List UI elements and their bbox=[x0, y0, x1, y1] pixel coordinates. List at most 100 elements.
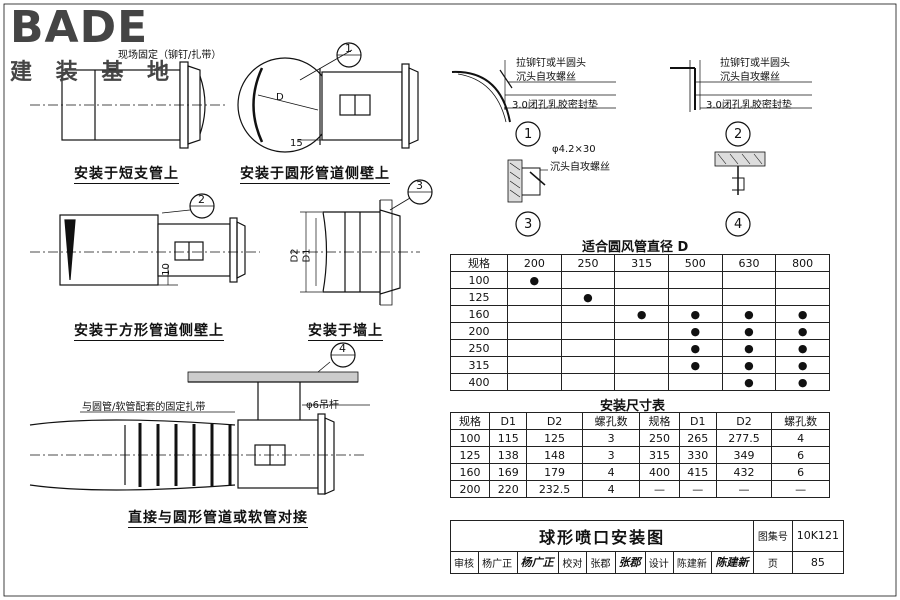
size-cell: 277.5 bbox=[715, 429, 773, 447]
caption-round-duct: 安装于圆形管道侧壁上 bbox=[240, 163, 390, 184]
brand-logo: BADE bbox=[10, 2, 149, 53]
dia-cell-mark: ● bbox=[721, 373, 777, 391]
dia-cell-mark bbox=[721, 271, 777, 289]
rod-note: φ6吊杆 bbox=[306, 400, 339, 411]
dia-cell-mark: ● bbox=[721, 322, 777, 340]
direct-connection-drawing bbox=[29, 342, 370, 495]
dia-row-spec: 400 bbox=[450, 373, 508, 391]
dia-col-3: 500 bbox=[667, 254, 723, 272]
size-header-cell: D1 bbox=[489, 412, 528, 430]
dia-cell-mark: ● bbox=[560, 288, 616, 306]
page-label: 页 bbox=[753, 550, 793, 575]
size-cell: 148 bbox=[526, 446, 583, 464]
dim-d1-label: D1 bbox=[301, 248, 313, 263]
dia-cell-mark: ● bbox=[667, 339, 723, 357]
atlas-label: 图集号 bbox=[753, 520, 793, 552]
size-cell: 432 bbox=[715, 463, 773, 481]
dia-cell-mark bbox=[775, 288, 830, 306]
size-cell: 330 bbox=[678, 446, 717, 464]
dia-col-4: 630 bbox=[721, 254, 777, 272]
size-cell: 160 bbox=[449, 463, 491, 481]
dia-cell-mark bbox=[775, 271, 830, 289]
dia-cell-mark bbox=[560, 305, 616, 323]
detail-1-drawing bbox=[451, 60, 616, 147]
dim-10-label: 10 bbox=[160, 263, 172, 276]
size-cell: 138 bbox=[489, 446, 528, 464]
dia-cell-mark bbox=[667, 288, 723, 306]
dia-cell-mark bbox=[614, 271, 669, 289]
title-block: 球形喷口安装图 图集号 10K121 审核 杨广正 杨广正 校对 张郡 张郡 设… bbox=[449, 520, 845, 575]
size-cell: — bbox=[678, 480, 717, 498]
size-header-cell: 规格 bbox=[449, 412, 491, 430]
dia-cell-mark bbox=[560, 373, 616, 391]
size-cell: 400 bbox=[639, 463, 680, 481]
dia-cell-mark bbox=[507, 288, 562, 306]
checker-signature: 张郡 bbox=[614, 550, 646, 575]
detail-4-number: 4 bbox=[734, 217, 743, 232]
size-header-cell: D2 bbox=[526, 412, 583, 430]
detail-3-drawing bbox=[507, 159, 548, 237]
dia-cell-mark bbox=[667, 373, 723, 391]
size-header-cell: 螺孔数 bbox=[581, 412, 641, 430]
size-cell: 6 bbox=[771, 463, 830, 481]
detail-3-number: 3 bbox=[524, 217, 533, 232]
size-header-cell: D2 bbox=[715, 412, 773, 430]
size-cell: 169 bbox=[489, 463, 528, 481]
dia-cell-mark bbox=[560, 356, 616, 374]
callout-1-label: 1 bbox=[345, 42, 352, 55]
detail-1-number: 1 bbox=[524, 127, 533, 142]
size-header-cell: D1 bbox=[678, 412, 717, 430]
caption-direct: 直接与圆形管道或软管对接 bbox=[128, 507, 308, 528]
dia-col-2: 315 bbox=[614, 254, 669, 272]
dia-cell-mark bbox=[721, 288, 777, 306]
dia-cell-mark bbox=[507, 356, 562, 374]
clamp-note: 与圆管/软管配套的固定扎带 bbox=[82, 402, 206, 413]
detail-2-line1: 拉铆钉或半圆头 bbox=[720, 58, 790, 69]
dia-table-row: 125● bbox=[450, 288, 830, 306]
size-cell: 100 bbox=[449, 429, 491, 447]
caption-wall: 安装于墙上 bbox=[308, 320, 383, 341]
size-cell: 6 bbox=[771, 446, 830, 464]
detail-1-line2: 沉头自攻螺丝 bbox=[516, 72, 576, 83]
dia-cell-mark: ● bbox=[775, 356, 830, 374]
callout-2-label: 2 bbox=[198, 193, 205, 206]
review-label: 审核 bbox=[449, 550, 480, 575]
round-duct-drawing bbox=[237, 42, 419, 153]
dia-cell-mark: ● bbox=[775, 322, 830, 340]
page-number: 85 bbox=[791, 550, 845, 575]
size-cell: 349 bbox=[715, 446, 773, 464]
designer-signature: 陈建新 bbox=[711, 550, 755, 575]
reviewer-name: 杨广正 bbox=[478, 550, 518, 575]
dia-cell-mark: ● bbox=[775, 305, 830, 323]
dia-cell-mark: ● bbox=[667, 356, 723, 374]
size-cell: 4 bbox=[581, 480, 641, 498]
dia-col-1: 250 bbox=[560, 254, 616, 272]
detail-2-line3: 3.0闭孔乳胶密封垫 bbox=[706, 100, 792, 111]
short-branch-drawing bbox=[30, 61, 225, 149]
dia-row-spec: 160 bbox=[450, 305, 508, 323]
dia-cell-mark bbox=[560, 271, 616, 289]
dia-table: 规格 200 250 315 500 630 800 100●125●160●●… bbox=[450, 254, 830, 391]
dia-table-row: 315●●● bbox=[450, 356, 830, 374]
dia-table-row: 100● bbox=[450, 271, 830, 289]
size-table-title: 安装尺寸表 bbox=[600, 399, 666, 414]
dia-cell-mark: ● bbox=[775, 373, 830, 391]
dia-cell-mark: ● bbox=[775, 339, 830, 357]
size-cell: 415 bbox=[678, 463, 717, 481]
dim-15-label: 15 bbox=[290, 138, 303, 149]
dia-table-title: 适合圆风管直径 D bbox=[582, 240, 689, 255]
detail-2-drawing bbox=[670, 60, 812, 147]
dia-col-0: 200 bbox=[507, 254, 562, 272]
size-cell: 220 bbox=[489, 480, 528, 498]
size-cell: 315 bbox=[639, 446, 680, 464]
square-duct-drawing bbox=[30, 193, 260, 286]
dia-row-spec: 250 bbox=[450, 339, 508, 357]
size-cell: 179 bbox=[526, 463, 583, 481]
callout-3-label: 3 bbox=[416, 179, 423, 192]
size-cell: 250 bbox=[639, 429, 680, 447]
caption-short-branch: 安装于短支管上 bbox=[74, 163, 179, 184]
detail-2-number: 2 bbox=[734, 127, 743, 142]
